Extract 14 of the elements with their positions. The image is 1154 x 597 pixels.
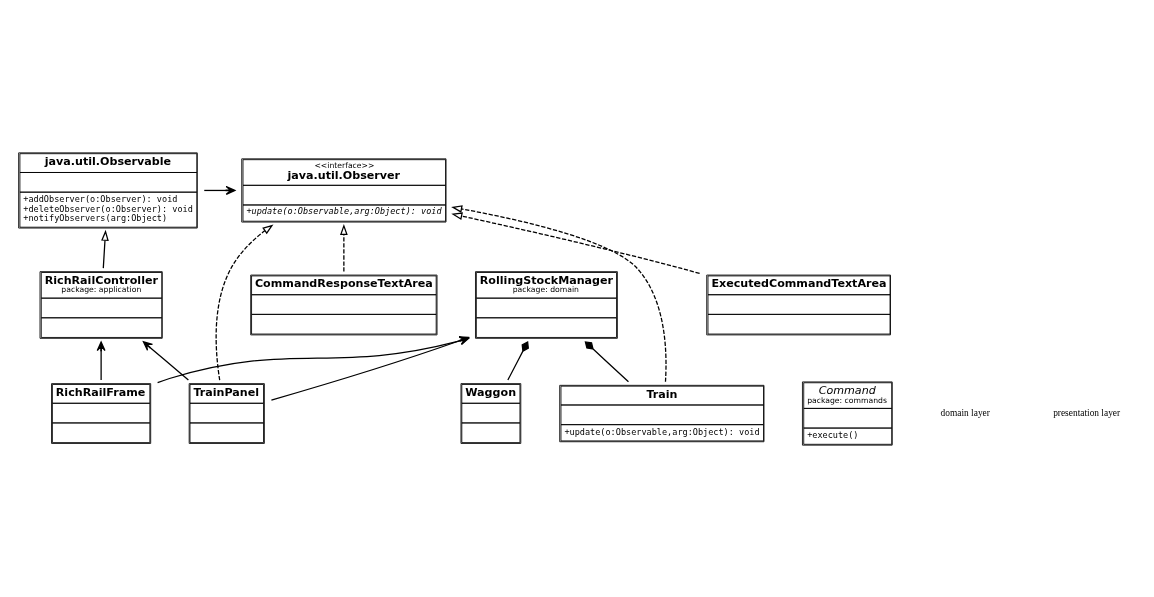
label: domain layer (940, 407, 990, 418)
arrow (203, 185, 236, 195)
connector (584, 340, 630, 382)
arrow (215, 223, 274, 381)
arrow (451, 211, 701, 274)
arrow (96, 340, 106, 381)
arrow (142, 340, 190, 381)
arrow (339, 223, 348, 272)
arrow (156, 335, 470, 383)
arrow (451, 204, 667, 382)
arrow (270, 335, 470, 401)
arrow (101, 229, 109, 269)
label: presentation layer (1053, 407, 1121, 418)
connector (507, 340, 529, 381)
